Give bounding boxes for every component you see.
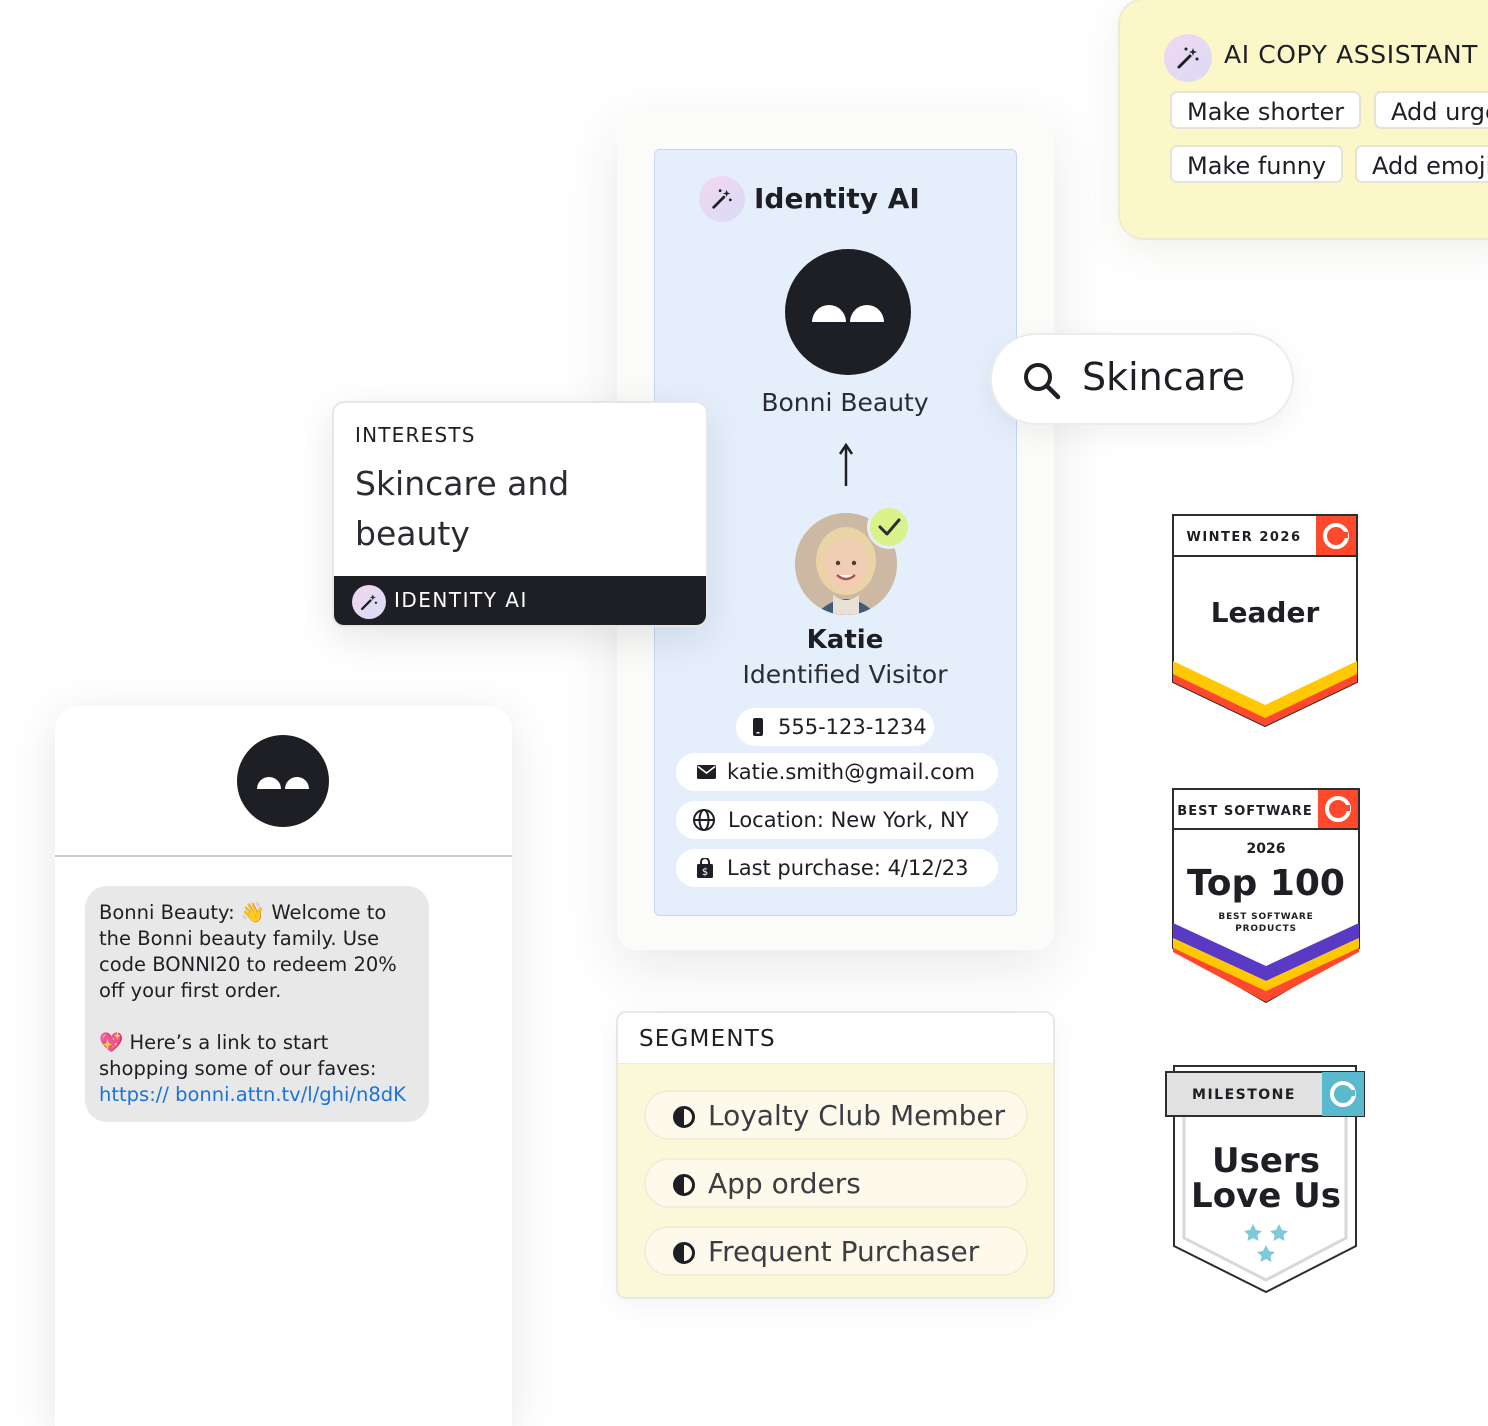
make-funny-chip[interactable]: Make funny <box>1170 145 1344 183</box>
add-emoji-chip[interactable]: Add emoji <box>1355 145 1488 183</box>
interests-value-line2: beauty <box>355 514 470 553</box>
brand-logo <box>785 249 911 375</box>
phone-number: 555-123-1234 <box>778 715 927 739</box>
magic-wand-icon <box>1164 34 1212 82</box>
magic-wand-icon <box>699 176 745 222</box>
segment-label: App orders <box>708 1167 861 1200</box>
half-circle-icon <box>673 1242 695 1264</box>
g2-users-love-us-badge: MILESTONE Users Love Us <box>1164 1062 1368 1300</box>
identity-ai-header: Identity AI <box>754 182 920 215</box>
segment-label: Frequent Purchaser <box>708 1235 980 1268</box>
badge-subtitle-line1: BEST SOFTWARE <box>1218 912 1313 922</box>
ai-assistant-title: AI COPY ASSISTANT <box>1224 40 1478 69</box>
last-purchase-pill: $ Last purchase: 4/12/23 <box>676 849 998 887</box>
checkmark-icon <box>867 505 911 549</box>
g2-leader-badge: WINTER 2026 Leader <box>1172 514 1358 732</box>
ai-copy-assistant-card: AI COPY ASSISTANT Make shorter Add urgen… <box>1118 0 1488 240</box>
sms-message-part1: Bonni Beauty: 👋 Welcome to the Bonni bea… <box>99 901 397 1002</box>
g2-logo-icon <box>1330 1081 1356 1107</box>
badge-title: Leader <box>1211 596 1320 629</box>
location-text: Location: New York, NY <box>728 808 969 832</box>
g2-logo-icon <box>1323 523 1349 549</box>
brand-logo <box>237 735 329 827</box>
segments-title: SEGMENTS <box>639 1026 776 1052</box>
badge-season: WINTER 2026 <box>1186 530 1301 545</box>
g2-logo-icon <box>1325 796 1351 822</box>
shopping-bag-icon: $ <box>697 858 713 878</box>
badge-year: 2026 <box>1247 841 1286 857</box>
phone-pill: 555-123-1234 <box>736 708 934 746</box>
avatar <box>795 513 897 615</box>
search-query: Skincare <box>1082 355 1246 399</box>
svg-text:$: $ <box>702 867 708 878</box>
sms-phone-mockup: Bonni Beauty: 👋 Welcome to the Bonni bea… <box>55 706 512 1426</box>
search-icon <box>1024 363 1061 400</box>
interests-label: INTERESTS <box>355 423 476 447</box>
sms-message-part2: 💖 Here’s a link to start shopping some o… <box>99 1031 377 1080</box>
brand-name: Bonni Beauty <box>761 388 929 417</box>
interests-card: INTERESTS Skincare and beauty IDENTITY A… <box>332 401 708 627</box>
star-icon <box>1244 1224 1288 1262</box>
sms-link[interactable]: https:// bonni.attn.tv/l/ghi/n8dK <box>99 1083 406 1106</box>
segments-card: SEGMENTS Loyalty Club Member App orders … <box>616 1011 1055 1299</box>
interests-value-line1: Skincare and <box>355 464 570 503</box>
badge-category: BEST SOFTWARE <box>1177 804 1312 819</box>
add-urgency-chip[interactable]: Add urgency <box>1374 91 1488 129</box>
identity-profile-panel: Identity AI Bonni Beauty Katie Identifie… <box>654 149 1017 916</box>
email-pill: katie.smith@gmail.com <box>676 753 998 791</box>
globe-icon <box>693 809 715 831</box>
half-circle-icon <box>673 1106 695 1128</box>
badge-subtitle-line2: PRODUCTS <box>1235 924 1297 934</box>
badge-title-line1: Users <box>1212 1141 1320 1181</box>
search-pill[interactable]: Skincare <box>990 333 1294 425</box>
half-circle-icon <box>673 1174 695 1196</box>
badge-title-line2: Love Us <box>1191 1176 1341 1216</box>
segment-frequent-purchaser[interactable]: Frequent Purchaser <box>644 1226 1028 1276</box>
sms-message-bubble: Bonni Beauty: 👋 Welcome to the Bonni bea… <box>85 886 429 1122</box>
badge-category: MILESTONE <box>1192 1087 1296 1103</box>
visitor-status: Identified Visitor <box>742 660 948 689</box>
make-shorter-chip[interactable]: Make shorter <box>1170 91 1362 129</box>
g2-top100-badge: BEST SOFTWARE 2026 Top 100 BEST SOFTWARE… <box>1172 788 1360 1008</box>
segment-loyalty-club-member[interactable]: Loyalty Club Member <box>644 1090 1028 1140</box>
interests-footer-label: IDENTITY AI <box>394 588 528 612</box>
last-purchase-text: Last purchase: 4/12/23 <box>727 856 969 880</box>
email-address: katie.smith@gmail.com <box>727 760 975 784</box>
magic-wand-icon <box>352 585 386 619</box>
mail-icon <box>697 765 716 779</box>
location-pill: Location: New York, NY <box>676 801 998 839</box>
badge-title: Top 100 <box>1187 863 1345 904</box>
segments-header <box>618 1013 1053 1064</box>
interests-footer: IDENTITY AI <box>334 576 706 625</box>
phone-icon <box>753 718 763 736</box>
segment-label: Loyalty Club Member <box>708 1099 1006 1132</box>
segment-app-orders[interactable]: App orders <box>644 1158 1028 1208</box>
phone-header-divider <box>55 855 512 857</box>
arrow-up-icon <box>838 442 854 486</box>
visitor-name: Katie <box>806 625 884 655</box>
